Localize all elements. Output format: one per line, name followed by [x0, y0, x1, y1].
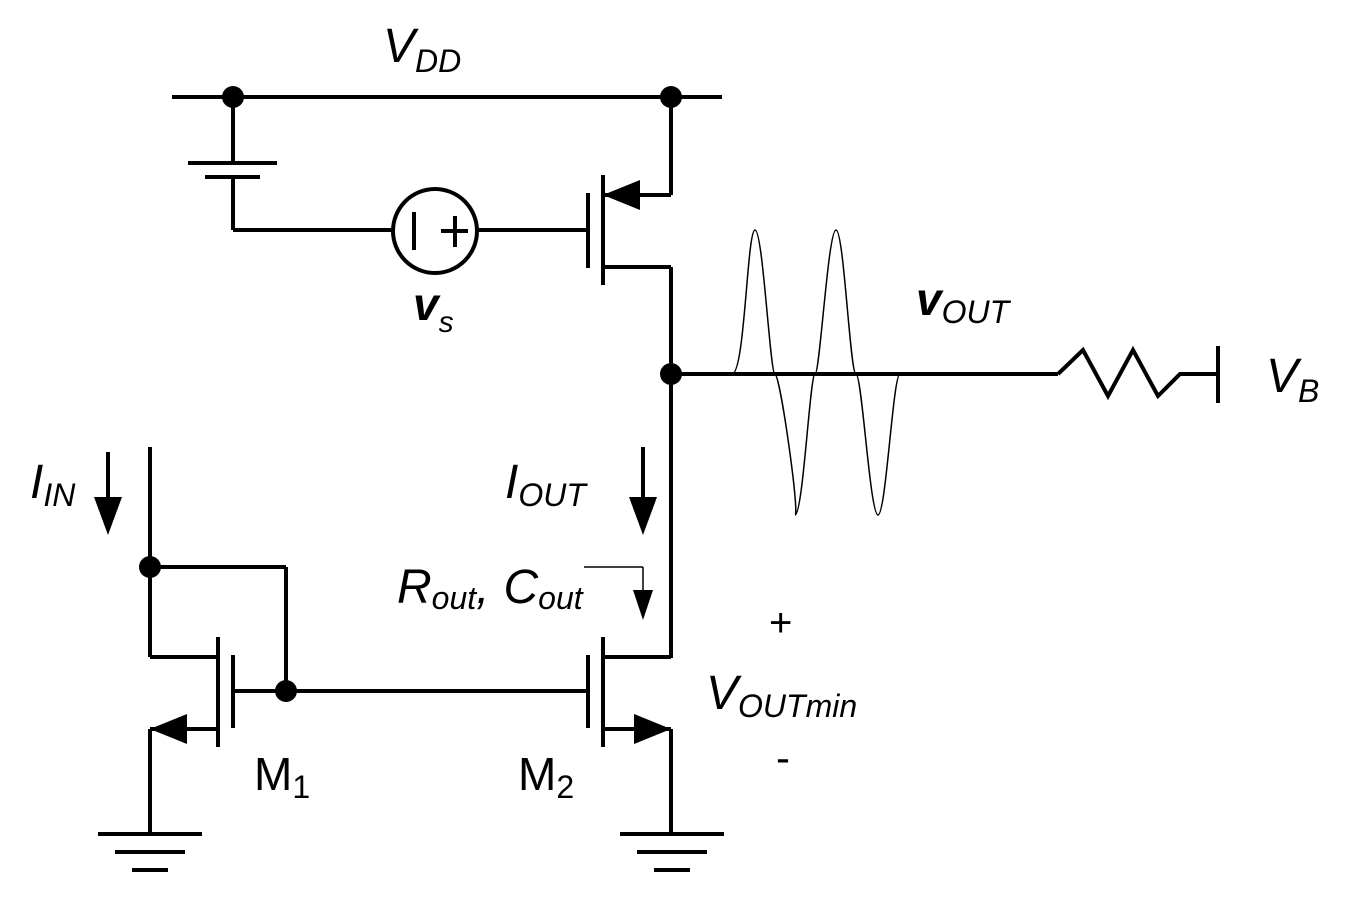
- minus-sign: -: [776, 734, 790, 781]
- ground-left: [98, 832, 202, 872]
- load-resistor: [1056, 345, 1220, 403]
- iin-arrow: [94, 452, 122, 535]
- plus-sign: +: [769, 601, 792, 645]
- ground-right: [620, 832, 724, 872]
- rout-arrow: [584, 566, 653, 620]
- m1-label: M1: [254, 748, 310, 805]
- dc-bias-source: [188, 97, 392, 232]
- ac-signal-source: [391, 187, 586, 275]
- m2-label: M2: [518, 748, 574, 805]
- pmos-transistor: [586, 97, 673, 658]
- voutmin-label: VOUTmin: [706, 667, 857, 724]
- vs-label: vs: [413, 278, 454, 339]
- iout-label: IOUT: [505, 456, 588, 513]
- gate-connection: [233, 680, 586, 702]
- iout-arrow: [629, 447, 657, 535]
- vdd-label: VDD: [383, 20, 461, 79]
- output-node: [660, 363, 1058, 385]
- vdd-rail: [172, 86, 722, 108]
- vb-label: VB: [1266, 350, 1319, 409]
- nmos-m2: [586, 637, 673, 834]
- vout-label: vOUT: [916, 273, 1012, 330]
- rout-cout-label: Rout,Cout: [397, 561, 584, 616]
- iin-label: IIN: [30, 456, 76, 513]
- output-sine-wave: [731, 229, 901, 516]
